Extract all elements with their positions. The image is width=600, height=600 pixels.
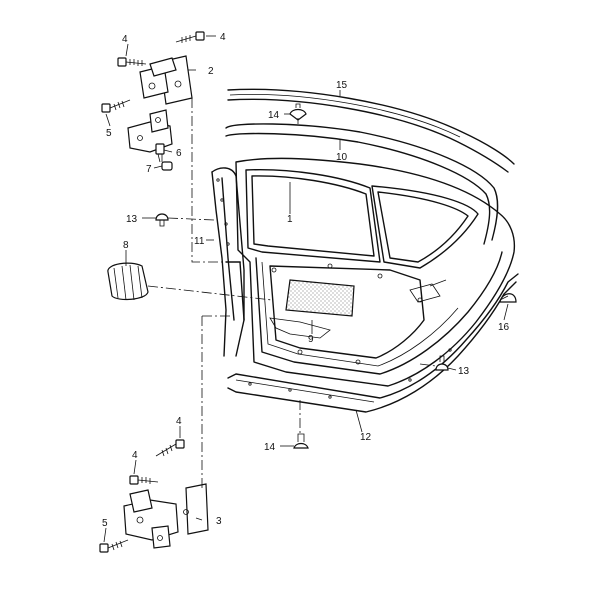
label-4-upper-right: 4 <box>220 32 226 43</box>
bolt-5-lower <box>99 539 129 553</box>
part-8-rubber-boot <box>107 262 149 301</box>
clip-13-left <box>155 213 169 227</box>
label-13-right: 13 <box>458 366 470 377</box>
part-16-grommet <box>499 293 517 303</box>
part-number-labels: 15 14 10 1 13 11 8 9 13 16 12 14 2 4 4 5… <box>102 32 510 529</box>
label-8: 8 <box>123 240 129 251</box>
clip-14-bottom <box>293 433 309 449</box>
label-3: 3 <box>216 516 222 527</box>
leader-lines <box>103 35 509 543</box>
label-5-lower: 5 <box>102 518 108 529</box>
part-10-window-seal <box>225 123 499 245</box>
label-4-lower-top: 4 <box>176 416 182 427</box>
bolt-4-upper-right <box>175 31 205 43</box>
bolt-4-lower-top <box>155 439 185 457</box>
bolt-4-upper-left <box>117 57 147 67</box>
label-4-upper-left: 4 <box>122 34 128 45</box>
label-6: 6 <box>176 148 182 159</box>
label-7: 7 <box>146 164 152 175</box>
part-1-door-frame <box>235 157 516 387</box>
label-1: 1 <box>287 214 293 225</box>
label-5-upper: 5 <box>106 128 112 139</box>
label-15: 15 <box>336 80 348 91</box>
label-9: 9 <box>308 334 314 345</box>
part-2-upper-hinge <box>127 55 193 153</box>
label-11: 11 <box>194 236 205 247</box>
part-15-roof-seal <box>227 88 515 173</box>
part-3-lower-hinge <box>123 483 209 549</box>
nut-7 <box>161 161 173 171</box>
label-12: 12 <box>360 432 372 443</box>
label-14-top: 14 <box>268 110 280 121</box>
label-2: 2 <box>208 66 214 77</box>
bolt-6-pin <box>155 143 165 163</box>
part-9-insulation-pad <box>269 279 355 339</box>
label-14-bottom: 14 <box>264 442 276 453</box>
bolt-5-upper <box>101 99 131 113</box>
assembly-centerlines <box>147 98 509 488</box>
label-16: 16 <box>498 322 510 333</box>
label-4-lower-bottom: 4 <box>132 450 138 461</box>
clip-13-right <box>435 355 449 371</box>
part-12-sill-seal <box>227 273 519 413</box>
bolt-4-lower-bottom <box>129 475 159 485</box>
clip-14-top <box>289 103 307 121</box>
label-10: 10 <box>336 152 348 163</box>
label-13-left: 13 <box>126 214 138 225</box>
